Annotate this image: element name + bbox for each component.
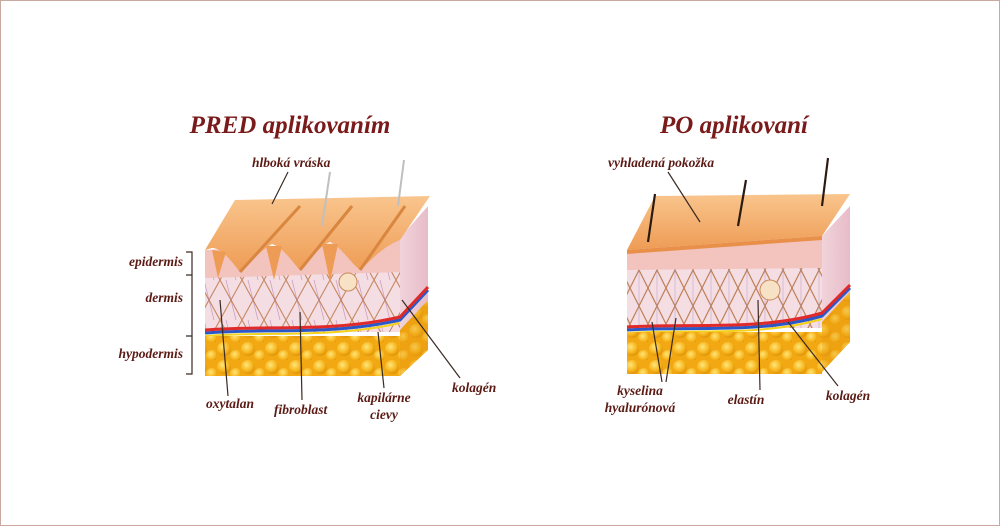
- leader-collagen-before: [401, 299, 461, 379]
- before-labels: hlboká vráska epidermis dermis hypodermi…: [118, 155, 496, 422]
- bracket-dermis: [186, 275, 193, 337]
- after-skin-block: [626, 157, 852, 374]
- label-dermis: dermis: [145, 290, 183, 305]
- before-skin-block: [204, 159, 430, 376]
- after-title: PO aplikovaní: [659, 112, 810, 139]
- label-deep-wrinkle: hlboká vráska: [252, 155, 331, 170]
- leader-elastin: [757, 299, 761, 391]
- before-title: PRED aplikovaním: [189, 112, 391, 139]
- label-oxytalan: oxytalan: [206, 396, 254, 411]
- leader-smooth-skin: [667, 171, 701, 223]
- bracket-hypodermis: [186, 336, 193, 375]
- label-epidermis: epidermis: [129, 254, 183, 269]
- label-collagen-before: kolagén: [452, 380, 496, 395]
- label-hyaluronic-1: kyselina: [617, 383, 663, 398]
- leader-hyaluronic: [651, 317, 677, 383]
- leader-oxytalan: [219, 299, 229, 397]
- label-smooth-skin: vyhladená pokožka: [608, 155, 714, 170]
- label-hypodermis: hypodermis: [118, 346, 183, 361]
- label-collagen-after: kolagén: [826, 388, 870, 403]
- label-hyaluronic-2: hyalurónová: [605, 400, 676, 415]
- leader-capillaries: [377, 331, 385, 389]
- after-labels: vyhladená pokožka kyselina hyalurónová e…: [605, 155, 870, 415]
- label-capillaries-2: cievy: [370, 407, 399, 422]
- label-capillaries-1: kapilárne: [357, 390, 410, 405]
- label-elastin: elastín: [728, 392, 765, 407]
- leader-deep-wrinkle: [271, 171, 289, 205]
- label-fibroblast: fibroblast: [274, 402, 329, 417]
- bracket-epidermis: [186, 251, 193, 276]
- leader-collagen-after: [787, 321, 839, 387]
- leader-fibroblast: [299, 311, 303, 401]
